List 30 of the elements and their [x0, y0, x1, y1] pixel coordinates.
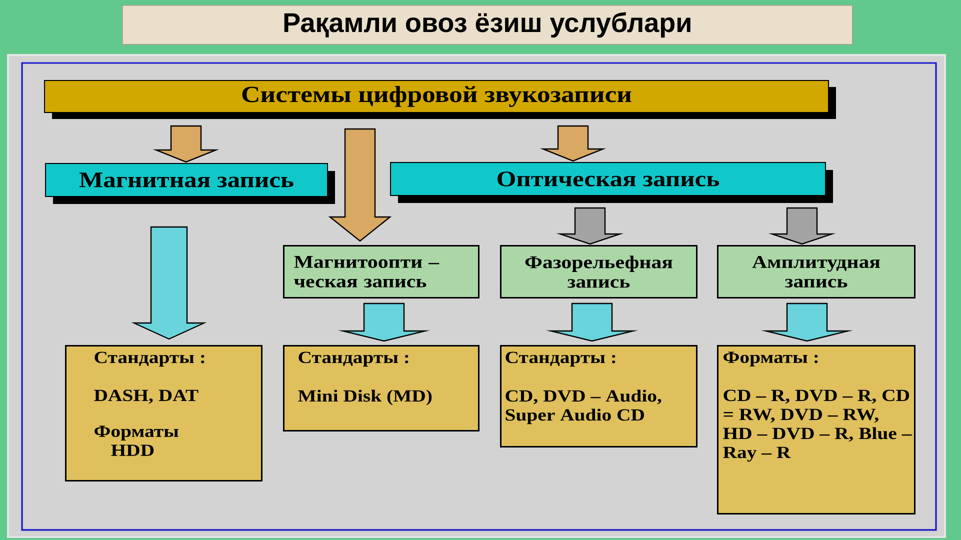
box-heading: Стандарты :	[506, 352, 616, 367]
text-box	[283, 344, 480, 432]
category-band: Оптическая запись	[390, 162, 833, 203]
box-text: CD – R, DVD – R, CD = RW, DVD – RW, HD – DVD – R, Blue – Ray – R	[723, 390, 912, 462]
text-box	[500, 344, 698, 448]
box-text: CD, DVD – Audio, Super Audio CD	[506, 390, 662, 424]
box-text: HDD	[111, 444, 154, 456]
text-box	[717, 344, 916, 514]
block-arrow	[761, 302, 853, 342]
box-heading: Стандарты :	[298, 352, 408, 367]
block-arrow	[131, 226, 207, 340]
block-arrow	[152, 125, 220, 163]
block-arrow	[546, 302, 638, 342]
block-arrow	[328, 128, 392, 242]
box-heading: Стандарты :	[94, 352, 204, 367]
text-box	[65, 344, 262, 482]
category-band: Магнитная запись	[45, 163, 335, 204]
method-box: Фазорельефная запись	[500, 244, 698, 298]
method-box: Магнитоопти – ческая запись	[283, 244, 480, 298]
box-text: Mini Disk (MD)	[298, 390, 432, 406]
box-heading: Форматы :	[724, 352, 818, 366]
heading-band: Системы цифровой звукозаписи	[44, 80, 836, 119]
method-box: Амплитудная запись	[717, 244, 916, 298]
block-arrow	[540, 125, 606, 162]
title-banner: Рақамли овоз ёзиш услублари	[122, 4, 853, 45]
box-text: DASH, DAT	[94, 390, 198, 404]
block-arrow	[338, 302, 430, 342]
box-heading: Форматы	[94, 426, 178, 440]
block-arrow	[556, 207, 624, 245]
block-arrow	[768, 207, 836, 245]
